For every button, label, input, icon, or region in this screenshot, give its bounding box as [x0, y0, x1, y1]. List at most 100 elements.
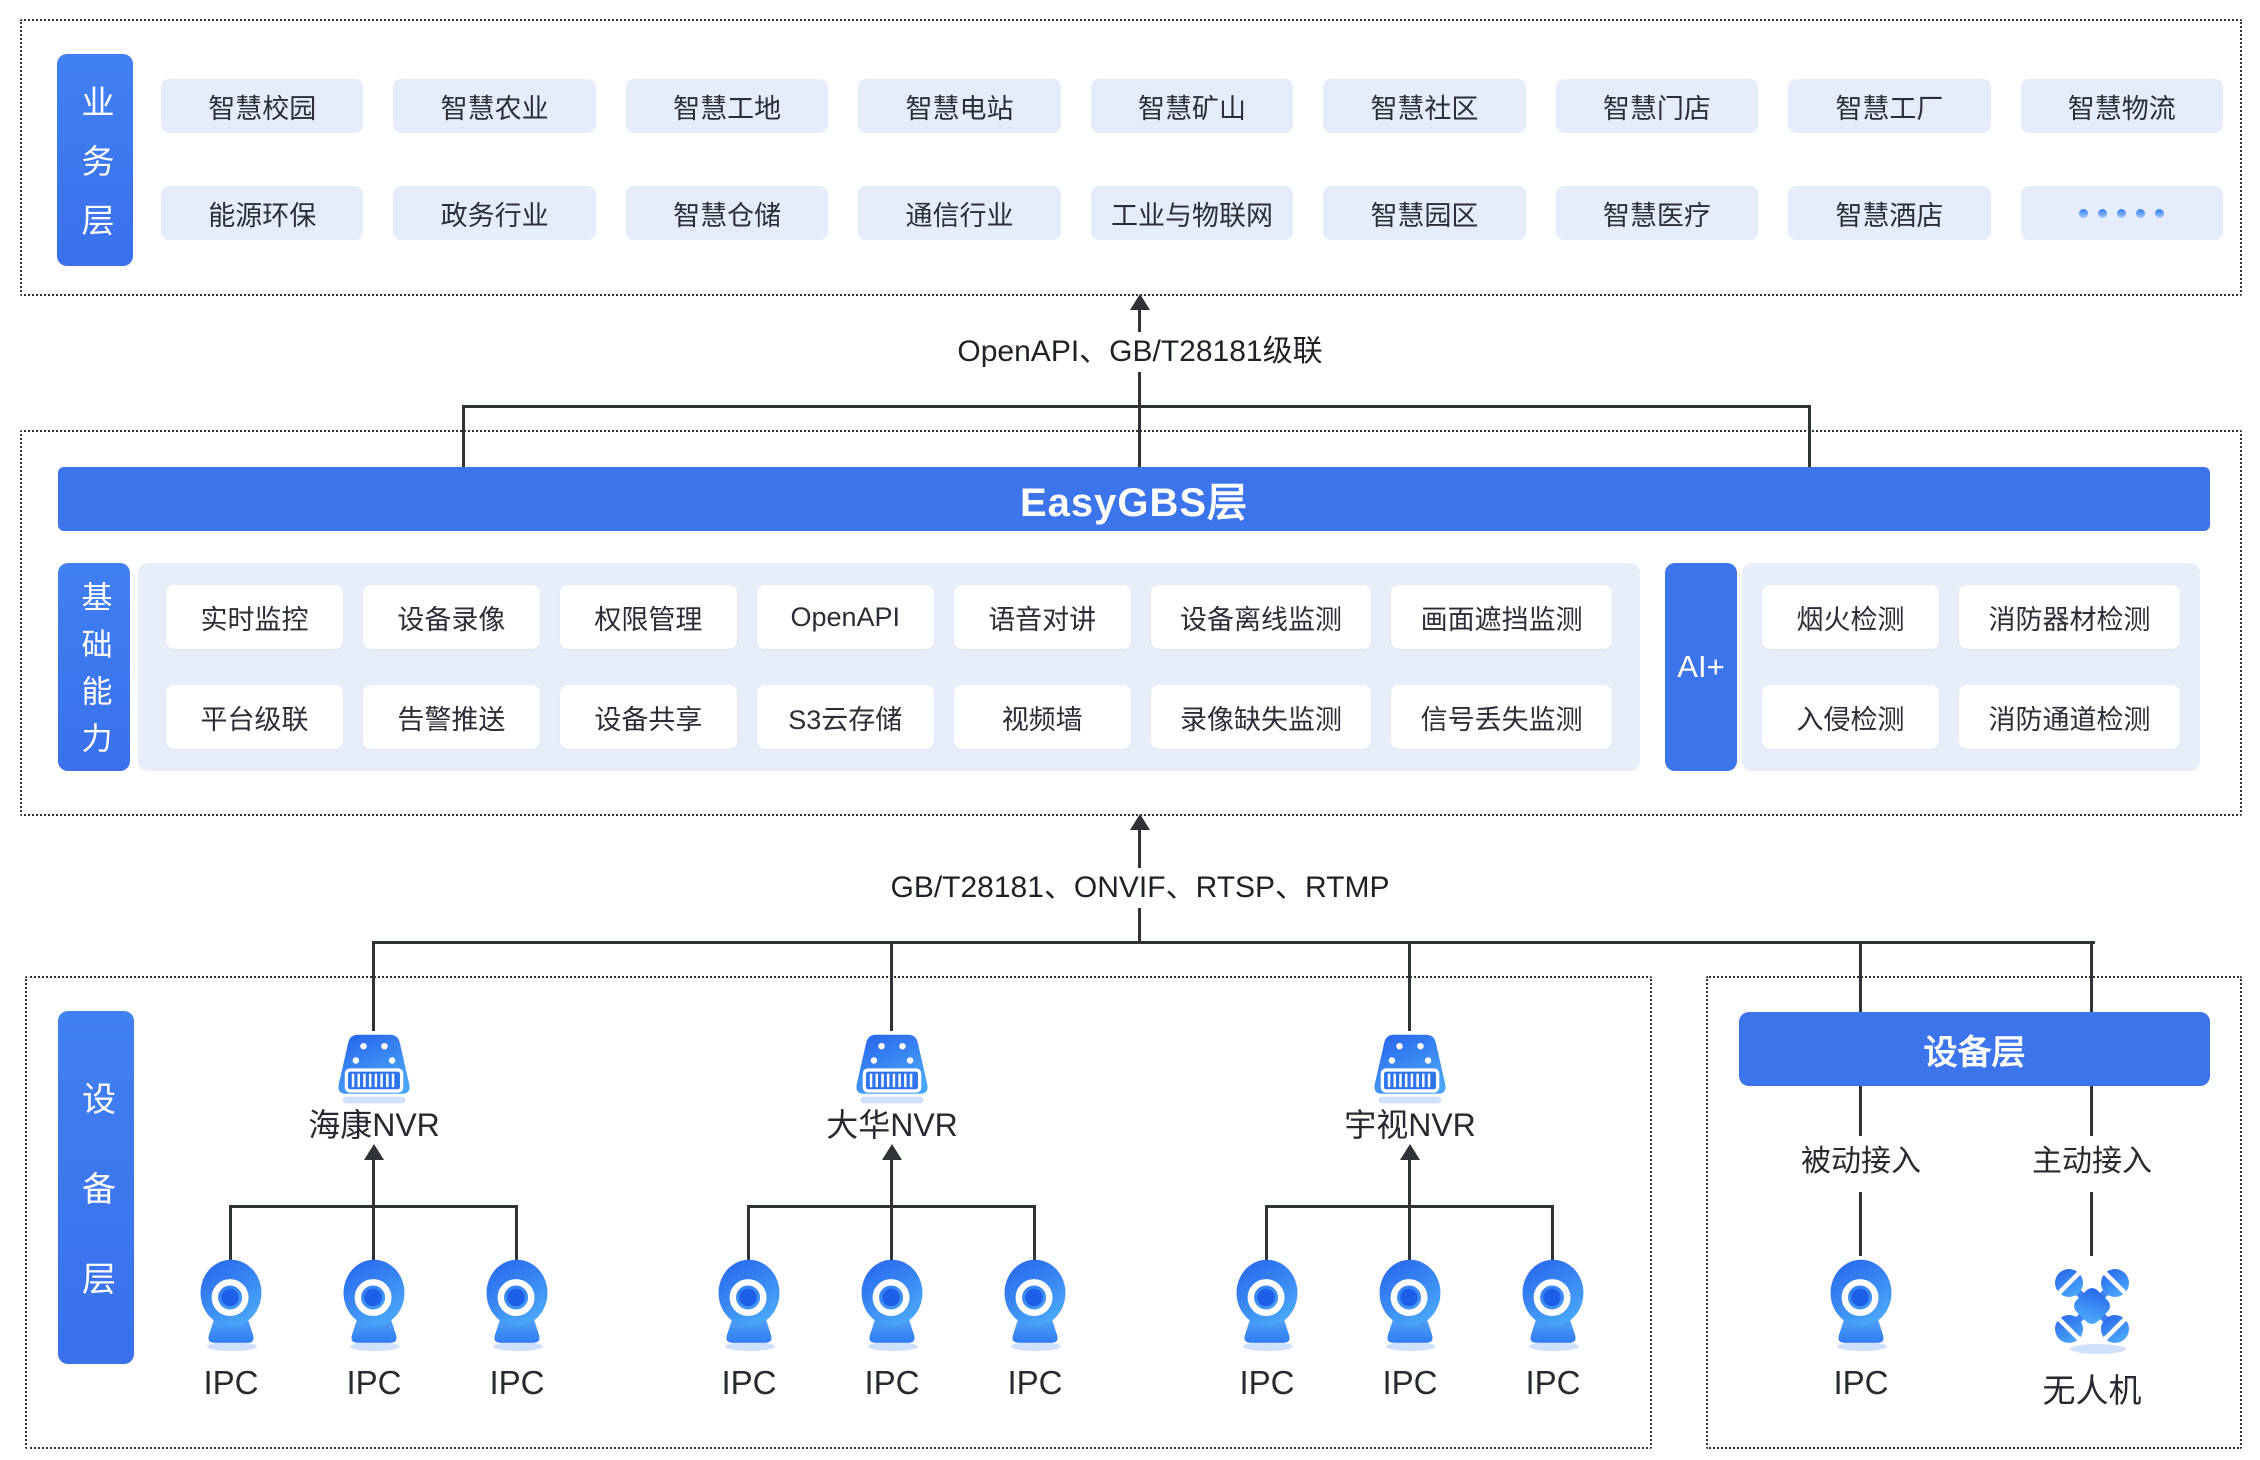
business-chip: 智慧矿山 [1090, 79, 1294, 133]
connector-line [2090, 1192, 2093, 1256]
connector-line [747, 1205, 750, 1260]
top-connector-caption: OpenAPI、GB/T28181级联 [941, 332, 1339, 372]
business-chip: 通信行业 [858, 186, 1061, 240]
connector-line [1859, 941, 1862, 1013]
ai-chip: 消防器材检测 [1959, 585, 2180, 649]
dot-icon [2098, 208, 2108, 218]
nvr-name: 海康NVR [308, 1107, 440, 1143]
arrow-up-to-nvr [1400, 1144, 1420, 1160]
ipc-camera-icon [1373, 1256, 1447, 1352]
capability-chip: 权限管理 [559, 585, 737, 649]
connector-line [1859, 1192, 1862, 1256]
ipc-label: IPC [489, 1364, 545, 1401]
dot-icon [2136, 208, 2146, 218]
nvr-icon [1365, 1030, 1455, 1110]
connector-line [464, 405, 1811, 408]
connector-line [2090, 1086, 2093, 1136]
business-chip: 智慧工厂 [1788, 79, 1991, 133]
connector-line [890, 1205, 893, 1260]
arrow-up-to-business [1130, 294, 1150, 310]
business-chip: 智慧工地 [625, 79, 829, 133]
ipc-label: IPC [864, 1364, 920, 1401]
ai-plus-label: AI+ [1665, 563, 1737, 771]
ai-chip: 烟火检测 [1762, 585, 1940, 649]
capability-chip: 设备录像 [362, 585, 540, 649]
capability-chip: OpenAPI [756, 585, 934, 649]
dot-icon [2155, 208, 2165, 218]
connector-line [229, 1205, 232, 1260]
capability-chip: S3云存储 [756, 685, 934, 749]
arrow-up-to-nvr [882, 1144, 902, 1160]
connector-line [890, 941, 893, 1031]
ipc-label: IPC [721, 1364, 777, 1401]
connector-line [1859, 1086, 1862, 1136]
capability-chip: 设备共享 [559, 685, 737, 749]
arrow-up-to-easygbs [1130, 814, 1150, 830]
business-chip: 智慧校园 [161, 79, 364, 133]
ipc-camera-icon [194, 1256, 268, 1352]
connector-line [372, 1205, 375, 1260]
ipc-label: IPC [1239, 1364, 1295, 1401]
ipc-label: IPC [346, 1364, 402, 1401]
connector-line [1408, 1205, 1411, 1260]
capability-chip: 告警推送 [362, 685, 540, 749]
nvr-name: 宇视NVR [1344, 1107, 1476, 1143]
business-chip: 政务行业 [393, 186, 596, 240]
connector-line [1265, 1205, 1268, 1260]
ipc-camera-icon [1824, 1256, 1898, 1352]
business-chip: 智慧酒店 [1788, 186, 1991, 240]
nvr-name: 大华NVR [826, 1107, 958, 1143]
capability-chip: 平台级联 [166, 685, 343, 749]
device-right-banner: 设备层 [1739, 1012, 2210, 1086]
business-chip: 智慧物流 [2020, 79, 2223, 133]
ipc-label: IPC [203, 1364, 259, 1401]
connector-line [374, 941, 2095, 944]
dot-icon [2079, 208, 2089, 218]
business-layer-box [20, 19, 2242, 296]
nvr-icon [847, 1030, 937, 1110]
ipc-camera-icon [712, 1256, 786, 1352]
connector-line [1408, 1158, 1411, 1206]
connector-line [1551, 1205, 1554, 1260]
ipc-camera-icon [1230, 1256, 1304, 1352]
ai-chip: 消防通道检测 [1959, 685, 2180, 749]
ai-plus-label-text: AI+ [1677, 649, 1725, 684]
business-chip: 工业与物联网 [1090, 186, 1294, 240]
ai-chip: 入侵检测 [1762, 685, 1940, 749]
business-layer-label-text: 业务层 [77, 84, 114, 262]
ipc-camera-icon [855, 1256, 929, 1352]
ipc-camera-icon [480, 1256, 554, 1352]
connector-line [890, 1158, 893, 1206]
access-mode-label: 主动接入 [2022, 1140, 2162, 1184]
connector-line [515, 1205, 518, 1260]
ipc-camera-icon [1516, 1256, 1590, 1352]
business-chip-grid: 智慧校园智慧农业智慧工地智慧电站智慧矿山智慧社区智慧门店智慧工厂智慧物流能源环保… [161, 79, 2223, 240]
business-chip: 能源环保 [161, 186, 364, 240]
connector-line [1408, 941, 1411, 1031]
drone-icon [2044, 1258, 2140, 1354]
business-layer-label: 业务层 [57, 54, 133, 266]
business-chip: 智慧门店 [1555, 79, 1759, 133]
business-chip: 智慧仓储 [625, 186, 829, 240]
easygbs-banner-text: EasyGBS层 [1019, 481, 1249, 525]
capability-chip: 设备离线监测 [1150, 585, 1372, 649]
capability-chip: 视频墙 [953, 685, 1131, 749]
ipc-label: IPC [1382, 1364, 1438, 1401]
connector-line [462, 405, 465, 467]
arrow-up-to-nvr [364, 1144, 384, 1160]
ipc-camera-icon [998, 1256, 1072, 1352]
ipc-label: IPC [1525, 1364, 1581, 1401]
device-layer-label-text: 设备层 [76, 1080, 115, 1351]
dot-icon [2117, 208, 2127, 218]
bottom-connector-caption: GB/T28181、ONVIF、RTSP、RTMP [874, 868, 1406, 908]
business-chip: 智慧农业 [393, 79, 596, 133]
connector-line [1033, 1205, 1036, 1260]
capability-chip: 录像缺失监测 [1150, 685, 1372, 749]
easygbs-banner: EasyGBS层 [58, 467, 2210, 531]
device-layer-left-box [25, 976, 1652, 1449]
business-chip: 智慧医疗 [1555, 186, 1759, 240]
capability-chip: 实时监控 [166, 585, 343, 649]
device-label: IPC [1833, 1364, 1889, 1401]
